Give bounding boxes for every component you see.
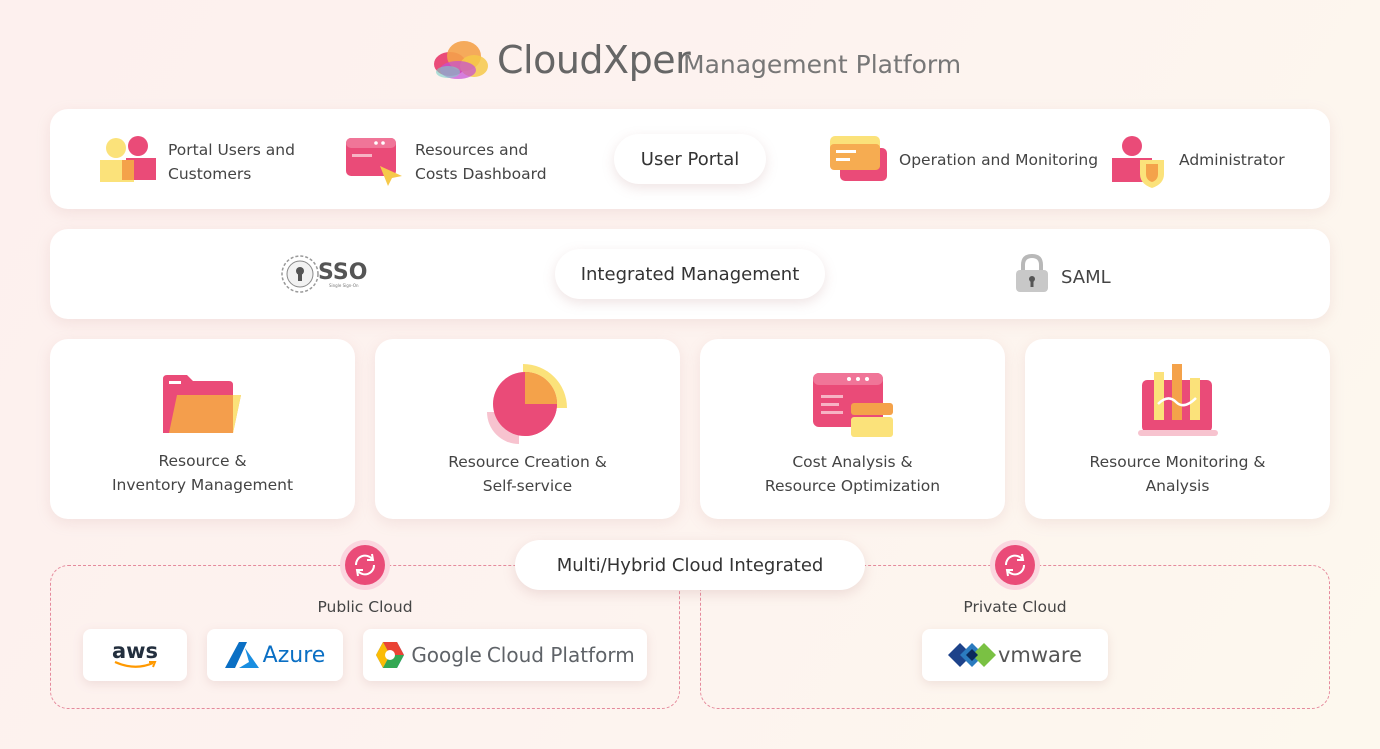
cost-window-icon — [813, 373, 893, 437]
feature-card-cost-label: Cost Analysis & Resource Optimization — [764, 453, 941, 495]
sso-keyhole-icon — [281, 255, 319, 293]
user-portal-pill: User Portal — [614, 134, 766, 184]
monitoring-icon — [830, 136, 887, 181]
users-icon — [100, 136, 156, 182]
dashboard-icon — [346, 138, 402, 186]
sso-badge: SSO Single Sign-On — [280, 254, 370, 294]
saml-label: SAML — [1061, 267, 1111, 288]
multi-hybrid-cloud-pill: Multi/Hybrid Cloud Integrated — [515, 540, 865, 590]
sso-small-text: Single Sign-On — [329, 283, 359, 288]
feature-card-inventory-label: Resource & Inventory Management — [111, 452, 294, 494]
vmware-logo: vmware — [922, 629, 1108, 681]
sso-text: SSO — [318, 260, 368, 285]
portal-users-label: Portal Users and Customers — [168, 141, 295, 183]
azure-icon — [224, 642, 259, 668]
azure-text: Azure — [262, 642, 326, 668]
vmware-text: vmware — [997, 643, 1083, 667]
aws-smile-icon — [114, 661, 157, 668]
brand-name: CloudXper — [497, 38, 691, 82]
admin-icon — [1112, 136, 1164, 188]
google-text: Google — [411, 643, 482, 667]
monitor-chart-icon — [1138, 364, 1218, 436]
administrator-label: Administrator — [1179, 151, 1285, 169]
public-sync-icon — [345, 545, 385, 585]
private-sync-icon — [995, 545, 1035, 585]
folder-icon — [163, 375, 241, 433]
operation-monitoring-label: Operation and Monitoring — [899, 151, 1099, 169]
aws-text: aws — [111, 639, 159, 663]
google-cloud-logo: Google Cloud Platform — [363, 629, 647, 681]
lock-icon — [1016, 254, 1048, 292]
public-cloud-title: Public Cloud — [317, 598, 413, 616]
resources-dashboard-label: Resources and Costs Dashboard — [415, 141, 547, 183]
cloud-platform-text: Cloud Platform — [486, 643, 635, 667]
vmware-icon — [947, 643, 996, 667]
aws-logo: aws — [83, 629, 187, 681]
google-cloud-hexagon-icon — [376, 642, 405, 668]
private-cloud-title: Private Cloud — [963, 598, 1067, 616]
pie-chart-icon — [487, 364, 567, 444]
feature-card-self-service-label: Resource Creation & Self-service — [448, 453, 607, 495]
feature-card-monitoring-label: Resource Monitoring & Analysis — [1089, 453, 1266, 495]
brand-subtitle: Management Platform — [683, 50, 962, 79]
azure-logo: Azure — [207, 629, 343, 681]
cloud-logo-icon — [434, 41, 488, 79]
integrated-management-pill: Integrated Management — [555, 249, 825, 299]
